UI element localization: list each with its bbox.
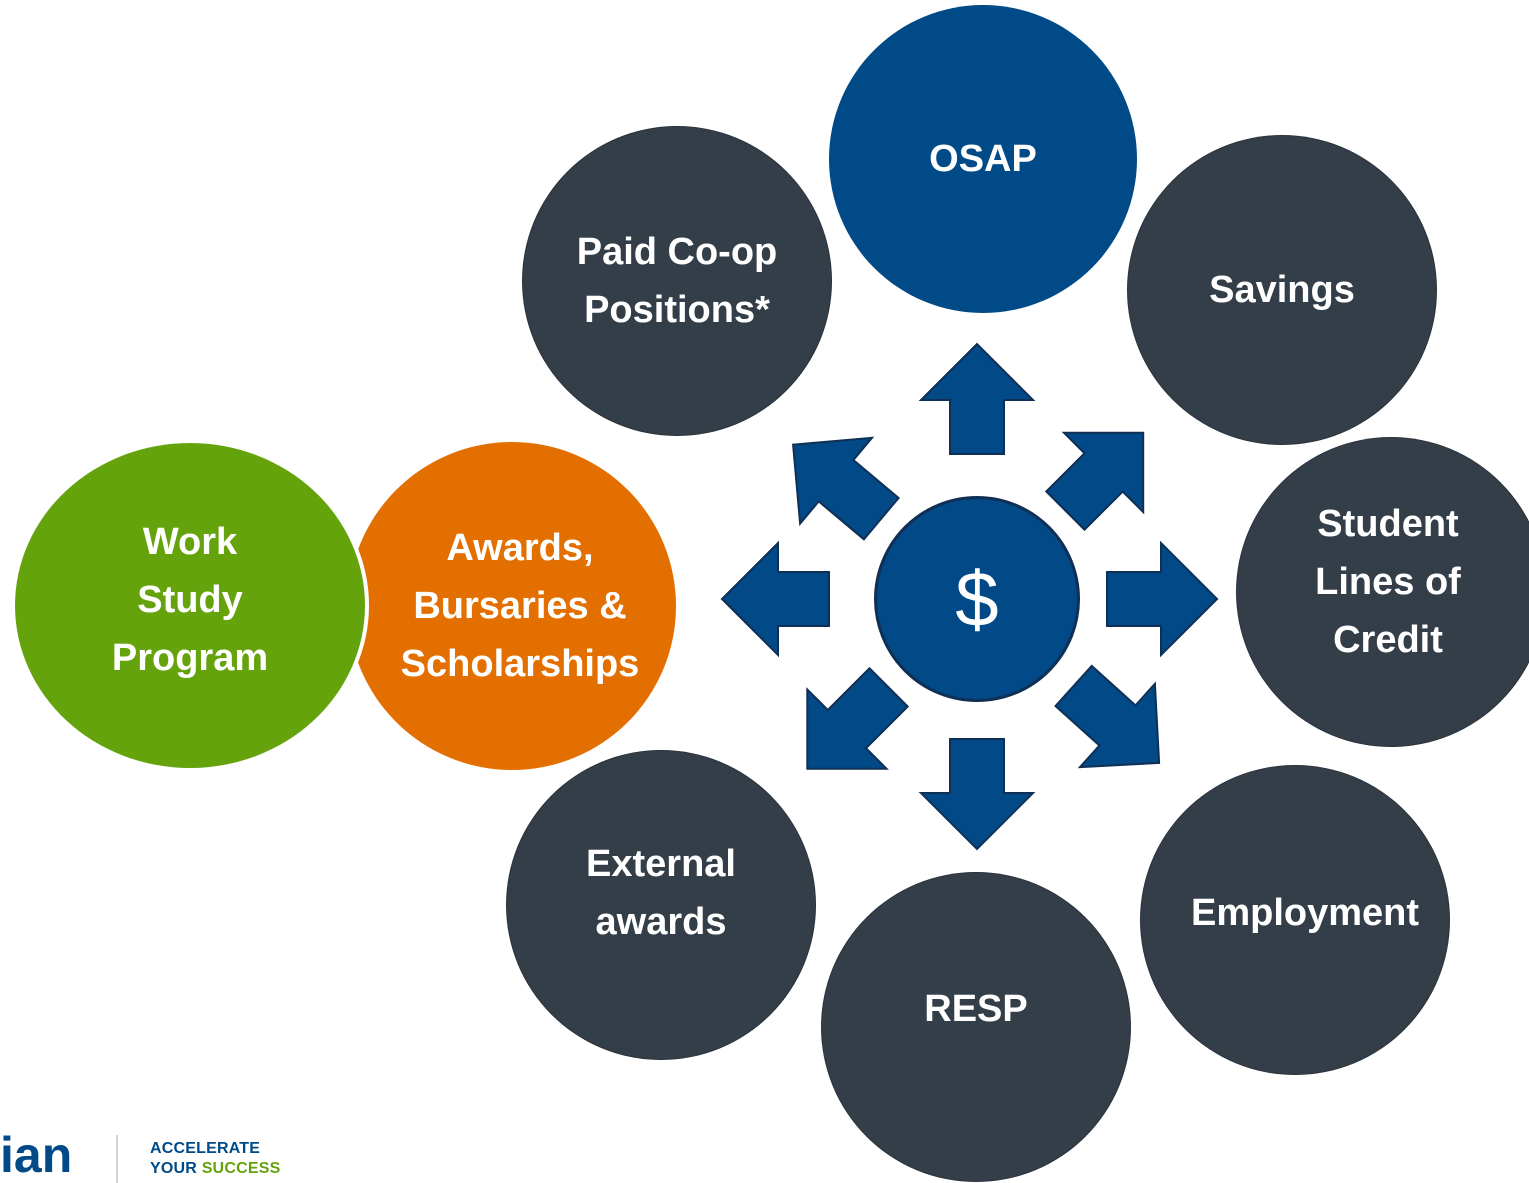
arrow-down-icon — [918, 738, 1036, 851]
node-external-awards: External awards — [507, 751, 815, 1059]
node-employment-label: Employment — [1190, 892, 1420, 934]
arrow-up-icon — [918, 342, 1036, 455]
node-external-awards-label: External awards — [586, 843, 736, 943]
node-work-study: Work Study Program — [15, 443, 365, 768]
arrow-down-left-icon — [806, 666, 910, 770]
node-lines-of-credit-label: Student Lines of Credit — [1315, 503, 1461, 661]
dollar-icon: $ — [955, 555, 999, 643]
arrow-right-icon — [1106, 540, 1219, 658]
node-osap-label: OSAP — [929, 138, 1037, 180]
node-resp: RESP — [822, 873, 1130, 1181]
logo-divider — [116, 1135, 118, 1183]
node-paid-coop: Paid Co-op Positions* — [523, 127, 831, 435]
node-savings-label: Savings — [1209, 269, 1355, 311]
arrow-down-right-icon — [1054, 664, 1161, 769]
node-work-study-label: Work Study Program — [111, 520, 269, 679]
node-savings: Savings — [1128, 136, 1436, 444]
node-resp-label: RESP — [924, 988, 1028, 1030]
arrow-up-right-icon — [1044, 431, 1145, 532]
tagline-success: SUCCESS — [201, 1160, 281, 1177]
node-employment: Employment — [1141, 766, 1449, 1074]
center-dollar-node: $ — [874, 496, 1080, 702]
node-awards-label: Awards, Bursaries & Scholarships — [400, 527, 640, 685]
logo-wordmark: ian — [0, 1127, 73, 1183]
node-awards: Awards, Bursaries & Scholarships — [348, 442, 676, 770]
arrow-left-icon — [720, 540, 830, 658]
node-paid-coop-label: Paid Co-op Positions* — [576, 231, 778, 331]
tagline-line-2: YOUR SUCCESS — [150, 1159, 280, 1179]
node-lines-of-credit: Student Lines of Credit — [1237, 438, 1529, 746]
arrow-up-left-icon — [792, 436, 901, 541]
logo-tagline: ACCELERATE YOUR SUCCESS — [150, 1139, 280, 1179]
tagline-your: YOUR — [150, 1160, 198, 1177]
tagline-line-1: ACCELERATE — [150, 1140, 261, 1157]
node-osap: OSAP — [829, 5, 1137, 313]
